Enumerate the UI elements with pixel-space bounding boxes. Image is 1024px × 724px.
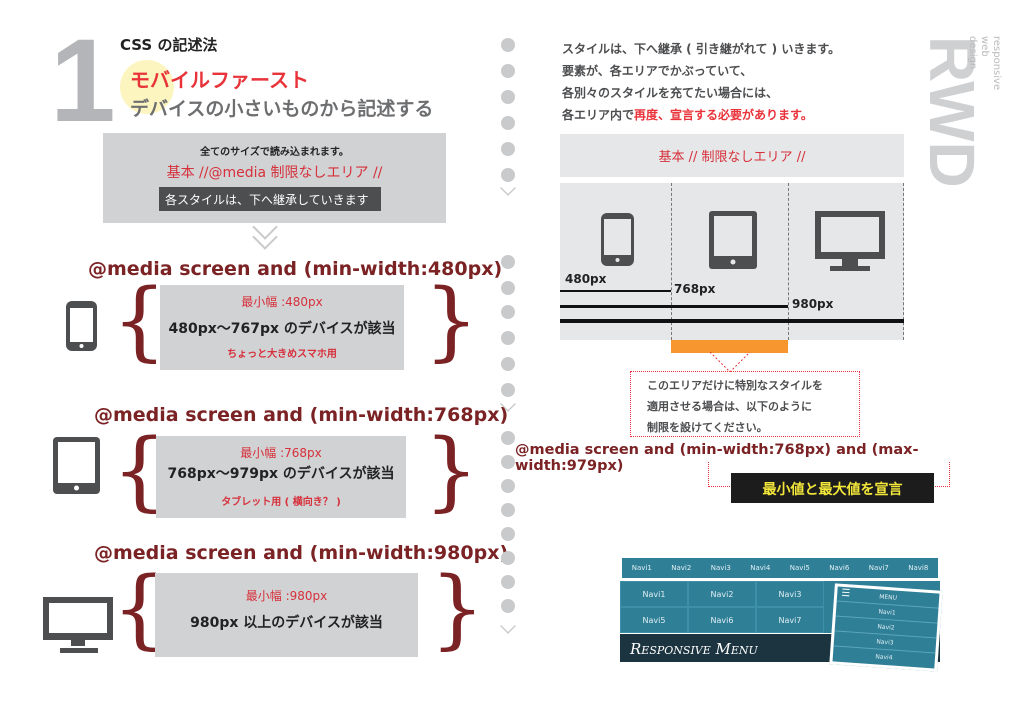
nav-item: Navi6 [688, 607, 756, 633]
top-nav: Navi1 Navi2 Navi3 Navi4 Navi5 Navi6 Navi7 Navi8 [622, 558, 938, 578]
breakpoint-label: 768px [674, 282, 716, 296]
nav-item: Navi3 [710, 564, 731, 572]
callout-pointer [709, 352, 751, 372]
rwd-logo-sub: responsive web design [967, 36, 1002, 91]
intro-text: スタイルは、下へ継承 ( 引き継がれて ) いきます。 要素が、各エリアでかぶっ… [562, 38, 840, 126]
nav-item: Navi2 [671, 564, 692, 572]
hamburger-icon: ☰ [840, 587, 851, 600]
range-label: 最小値と最大値を宣言 [731, 473, 934, 503]
inherit-label: 各スタイルは、下へ継承していきます [159, 187, 381, 211]
nav-item: Navi7 [868, 564, 889, 572]
nav-item: Navi5 [789, 564, 810, 572]
intro-line: スタイルは、下へ継承 ( 引き継がれて ) いきます。 [562, 42, 841, 56]
device-note: タブレット用 ( 横向き？ ) [221, 497, 341, 508]
nav-item: Navi6 [829, 564, 850, 572]
open-brace: { [112, 271, 167, 371]
nav-item: Navi1 [631, 564, 652, 572]
nav-item: Navi8 [908, 564, 929, 572]
tablet-icon [53, 437, 100, 494]
intro-line: 要素が、各エリアでかぶっていて、 [562, 64, 753, 78]
range-label: 980px 以上のデバイスが該当 [190, 615, 383, 631]
nav-item: Navi4 [750, 564, 771, 572]
monitor-icon [43, 597, 113, 653]
range-line-980 [560, 319, 904, 323]
nav-item: Navi7 [756, 607, 824, 633]
min-width-label: 最小幅 :768px [240, 446, 322, 460]
intro-line: 各エリア内で [562, 108, 635, 122]
section-title: CSS の記述法 [120, 36, 218, 54]
callout-line: 適用させる場合は、以下のように [647, 400, 812, 413]
breakpoint-label: 980px [792, 297, 834, 311]
media-query-980: @media screen and (min-width:980px) [94, 542, 509, 564]
tablet-icon [709, 211, 757, 269]
min-width-label: 最小幅 :480px [241, 295, 323, 309]
base-note: 全てのサイズで読み込まれます。 [200, 147, 349, 158]
base-area-header: 基本 // 制限なしエリア // [560, 134, 904, 177]
range-line-480 [560, 290, 671, 292]
query-box-980: 最小幅 :980px 980px 以上のデバイスが該当 [155, 573, 418, 657]
intro-emphasis: 再度、宣言する必要があります。 [634, 108, 813, 122]
subheadline: デバイスの小さいものから記述する [130, 98, 434, 120]
monitor-icon [815, 211, 885, 271]
close-brace: } [424, 421, 479, 521]
query-box-480: 最小幅 :480px 480px〜767px のデバイスが該当 ちょっと大きめス… [160, 285, 404, 370]
smartphone-icon [66, 301, 97, 351]
base-box: 全てのサイズで読み込まれます。 基本 //@media 制限なしエリア // 各… [103, 133, 446, 223]
close-brace: } [424, 271, 479, 371]
query-box-768: 最小幅 :768px 768px〜979px のデバイスが該当 タブレット用 (… [156, 436, 406, 518]
nav-item: Navi3 [756, 581, 824, 607]
highlight-circle [120, 60, 174, 114]
breakpoint-label: 480px [565, 272, 607, 286]
base-label: 基本 //@media 制限なしエリア // [166, 165, 383, 181]
range-media-query: @media screen and (min-width:768px) and … [515, 442, 919, 474]
media-query-768: @media screen and (min-width:768px) [94, 404, 509, 426]
headline: モバイルファースト [130, 68, 309, 92]
callout-box: このエリアだけに特別なスタイルを 適用させる場合は、以下のように 制限を設けてく… [630, 371, 860, 437]
range-label: 480px〜767px のデバイスが該当 [168, 321, 396, 337]
smartphone-icon [601, 213, 634, 266]
range-line-768 [560, 305, 788, 308]
target-range-bar [671, 340, 788, 353]
range-label: 768px〜979px のデバイスが該当 [167, 466, 395, 482]
nav-item: Navi1 [620, 581, 688, 607]
nav-item: Navi2 [688, 581, 756, 607]
callout-line: このエリアだけに特別なスタイルを [647, 379, 823, 392]
device-note: ちょっと大きめスマホ用 [227, 349, 337, 360]
section-number: 1 [50, 15, 116, 147]
callout-line: 制限を設けてください。 [647, 421, 768, 434]
min-width-label: 最小幅 :980px [245, 589, 328, 603]
media-query-480: @media screen and (min-width:480px) [88, 258, 503, 280]
mobile-menu: ☰ MENU Navi1 Navi2 Navi3 Navi4 [829, 583, 943, 672]
nav-item: Navi5 [620, 607, 688, 633]
close-brace: } [430, 559, 485, 659]
intro-line: 各別々のスタイルを充てたい場合には、 [562, 86, 779, 100]
